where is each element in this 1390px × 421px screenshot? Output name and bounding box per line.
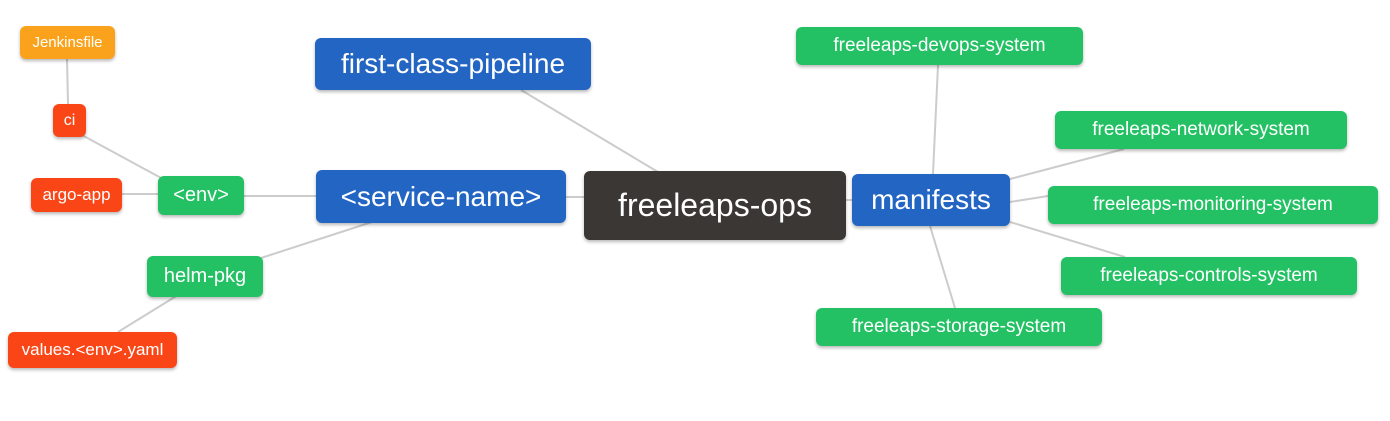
node-freeleaps-devops-system[interactable]: freeleaps-devops-system: [796, 27, 1083, 65]
edge-values-env-yaml-to-helm-pkg: [117, 294, 179, 333]
node-service-name[interactable]: <service-name>: [316, 170, 566, 223]
node-helm-pkg[interactable]: helm-pkg: [147, 256, 263, 297]
node-jenkinsfile[interactable]: Jenkinsfile: [20, 26, 115, 59]
edge-manifests-to-freeleaps-monitoring-system: [1009, 195, 1049, 203]
edge-manifests-to-freeleaps-storage-system: [929, 225, 956, 309]
edge-ci-to-env: [79, 133, 164, 180]
node-env[interactable]: <env>: [158, 176, 244, 215]
node-manifests[interactable]: manifests: [852, 174, 1010, 226]
edge-first-class-pipeline-to-freeleaps-ops: [520, 89, 659, 173]
edge-manifests-to-freeleaps-devops-system: [932, 64, 939, 175]
node-freeleaps-network-system[interactable]: freeleaps-network-system: [1055, 111, 1347, 149]
node-values-env-yaml[interactable]: values.<env>.yaml: [8, 332, 177, 368]
node-freeleaps-controls-system[interactable]: freeleaps-controls-system: [1061, 257, 1357, 295]
node-first-class-pipeline[interactable]: first-class-pipeline: [315, 38, 591, 90]
node-freeleaps-ops[interactable]: freeleaps-ops: [584, 171, 846, 240]
edge-jenkinsfile-to-ci: [66, 58, 69, 105]
edge-manifests-to-freeleaps-controls-system: [1009, 221, 1126, 258]
edge-manifests-to-freeleaps-network-system: [1009, 148, 1125, 180]
node-ci[interactable]: ci: [53, 104, 86, 137]
node-freeleaps-monitoring-system[interactable]: freeleaps-monitoring-system: [1048, 186, 1378, 224]
node-argo-app[interactable]: argo-app: [31, 178, 122, 212]
edge-helm-pkg-to-service-name: [260, 221, 373, 259]
node-freeleaps-storage-system[interactable]: freeleaps-storage-system: [816, 308, 1102, 346]
